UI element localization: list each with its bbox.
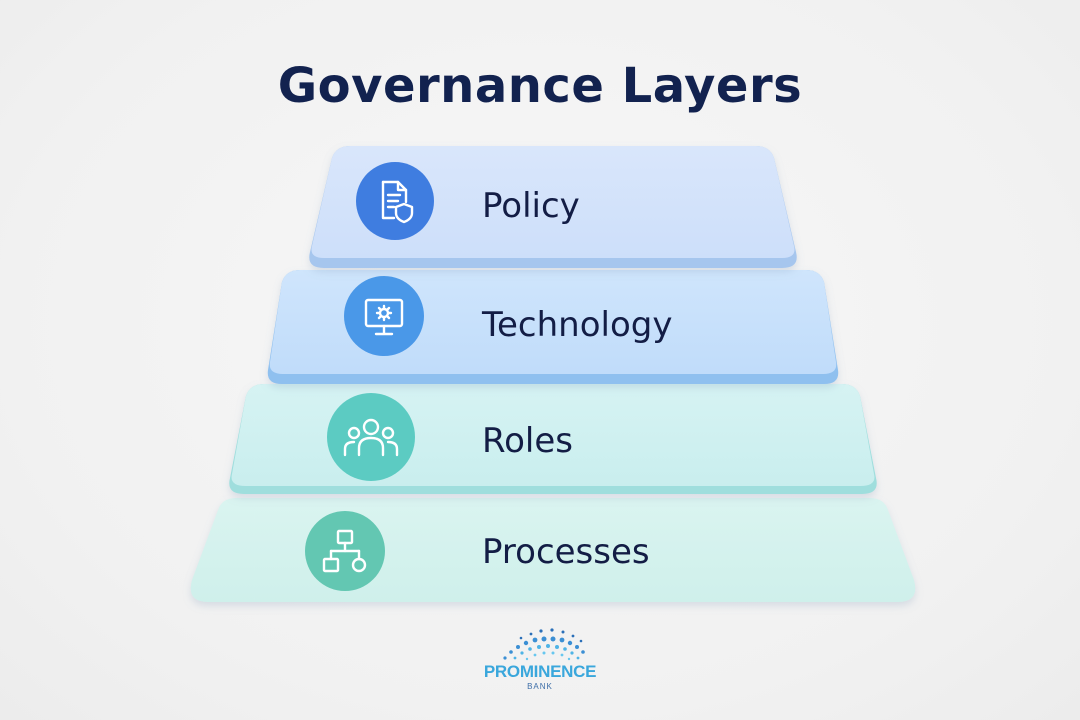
- flowchart-icon: [322, 529, 367, 573]
- layer-label-processes: Processes: [482, 532, 650, 572]
- document-shield-icon: [381, 180, 414, 224]
- technology-icon-badge: [344, 276, 424, 356]
- logo-subtitle: BANK: [527, 682, 553, 691]
- roles-icon-badge: [327, 393, 415, 481]
- processes-icon-badge: [305, 511, 385, 591]
- policy-icon-badge: [356, 162, 434, 240]
- layer-label-technology: Technology: [482, 305, 673, 345]
- people-group-icon: [343, 418, 399, 457]
- logo-name: PROMINENCE: [483, 662, 597, 681]
- layer-label-policy: Policy: [482, 186, 580, 226]
- layer-label-roles: Roles: [482, 421, 573, 461]
- monitor-gear-icon: [364, 298, 404, 336]
- prominence-bank-logo: PROMINENCE BANK: [465, 618, 615, 698]
- dotted-arc-icon: [503, 628, 585, 661]
- diagram-title: Governance Layers: [277, 58, 803, 114]
- layer-policy: [309, 146, 797, 268]
